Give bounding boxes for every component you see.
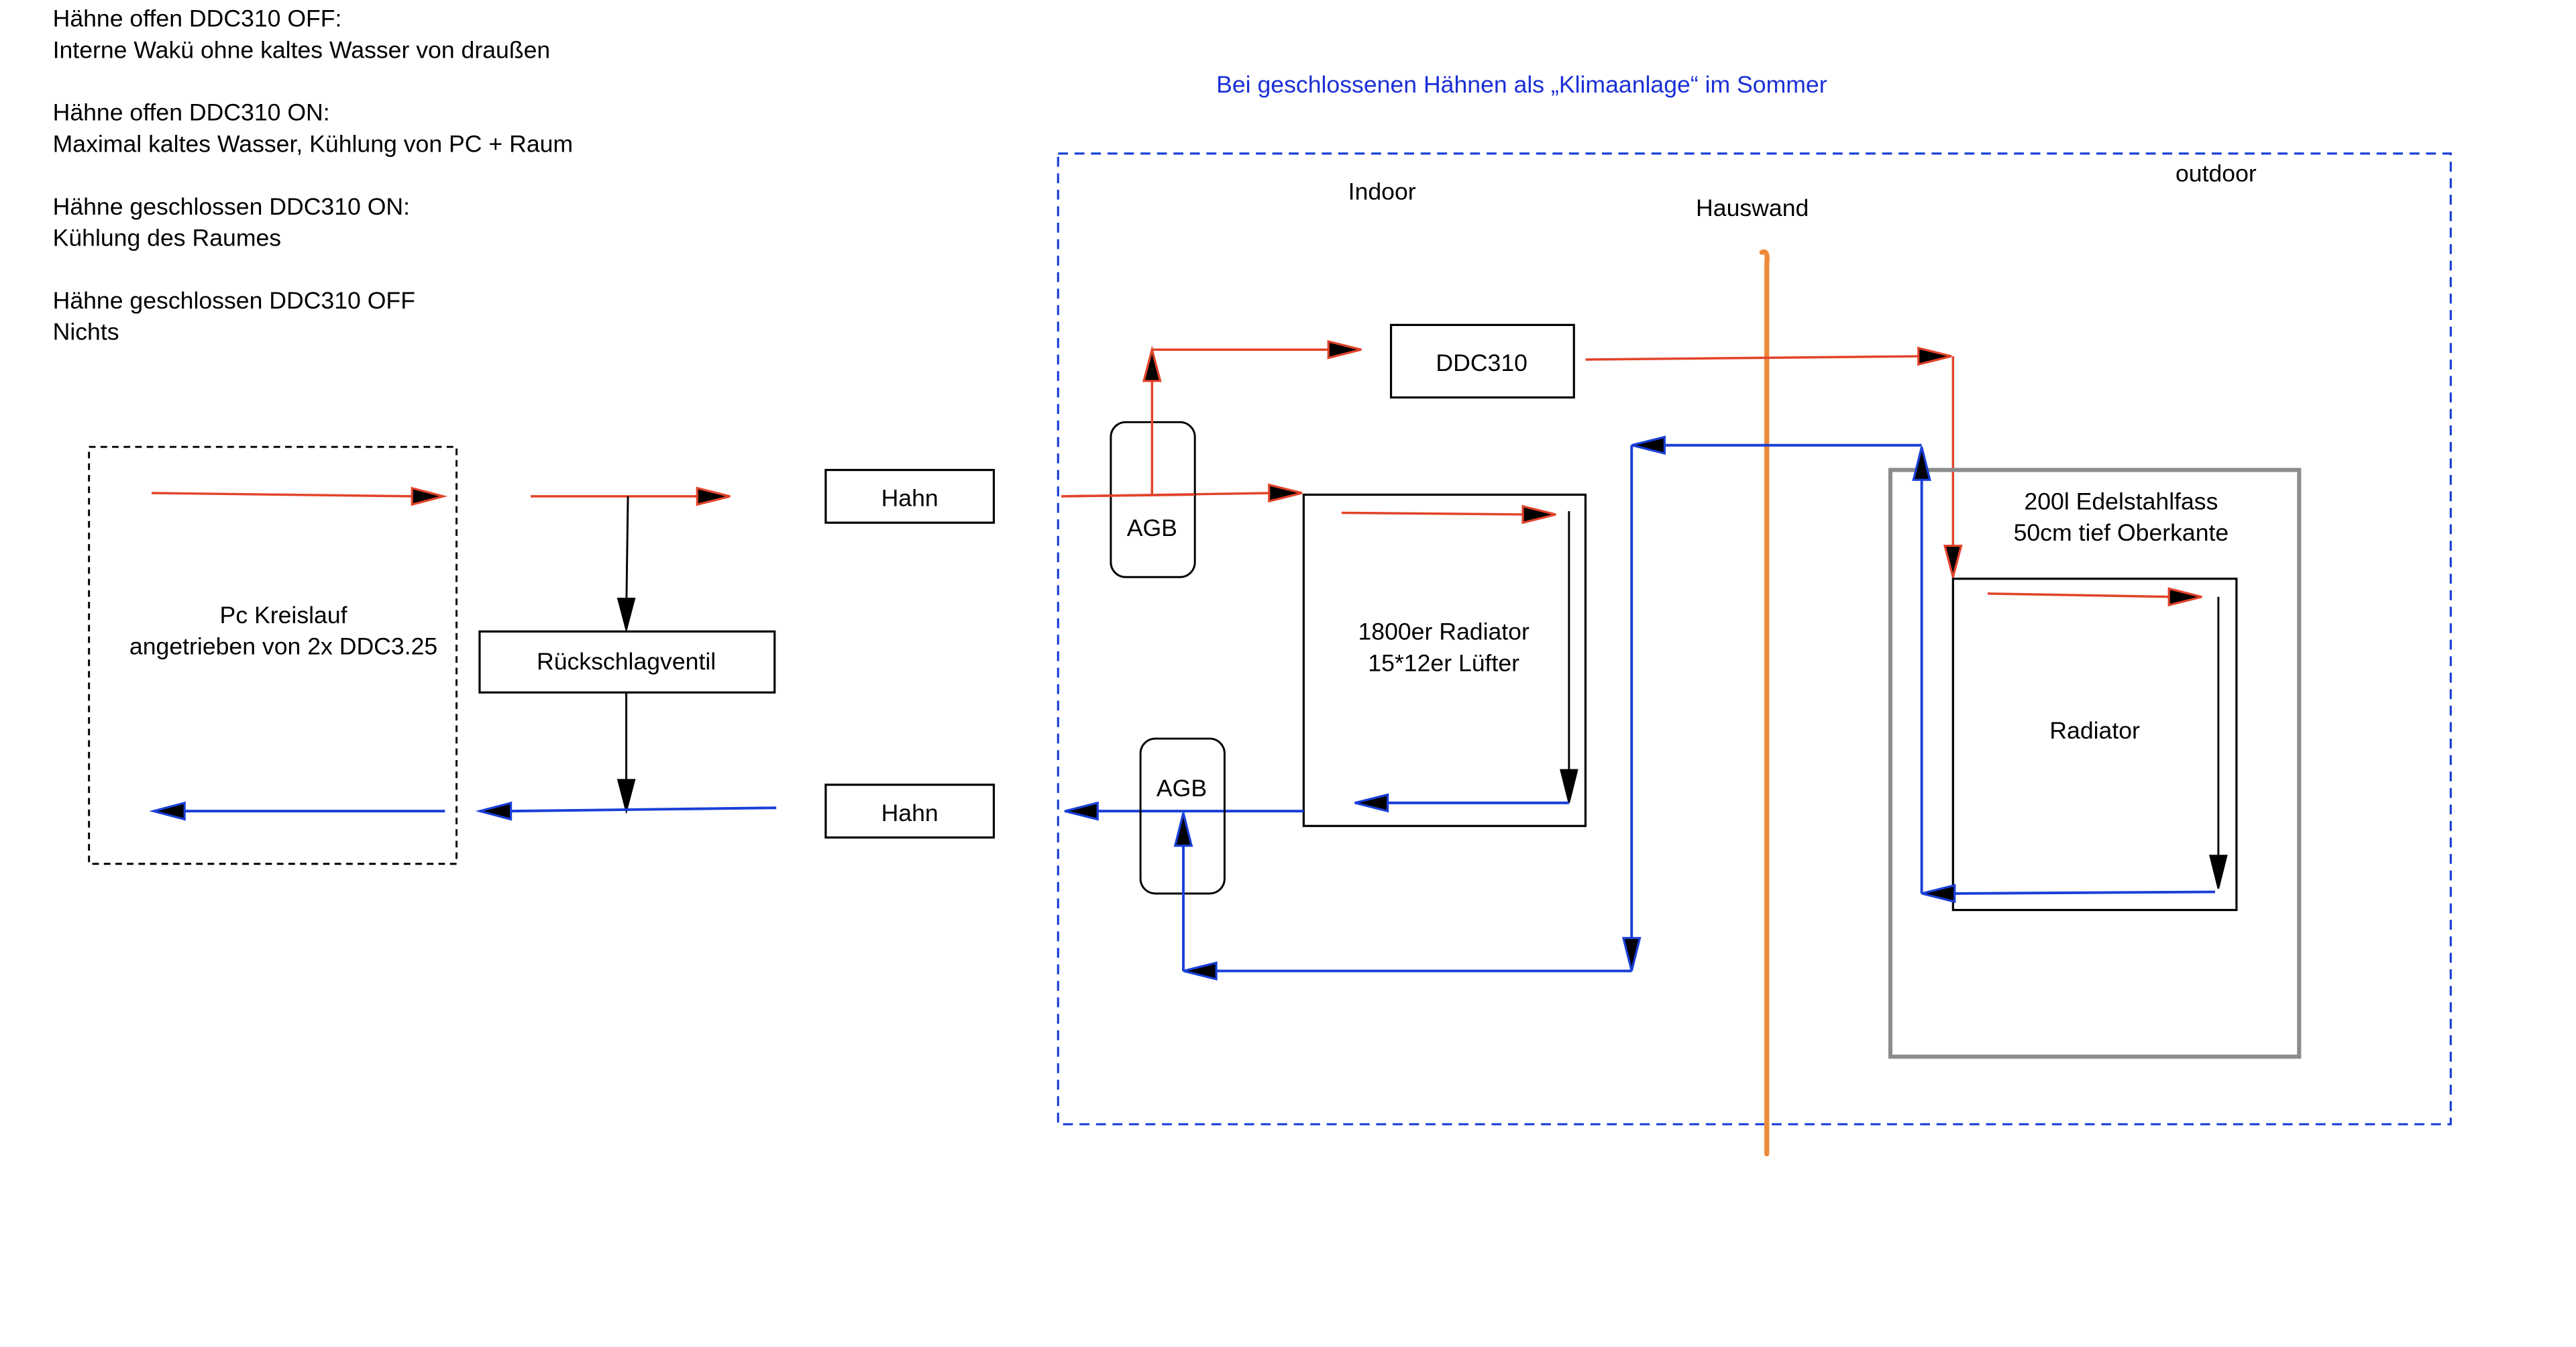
barrel-box <box>1888 468 2302 1059</box>
arrow-head-icon <box>696 486 731 506</box>
arrow-head-icon <box>1173 812 1193 847</box>
indoor-radiator-box <box>1302 493 1587 827</box>
check-valve-label: Rückschlagventil <box>537 648 716 675</box>
reservoir-bottom-label: AGB <box>1157 775 1207 802</box>
note-3-text: Kühlung des Raumes <box>53 224 281 251</box>
indoor-radiator-label-line1: 1800er Radiator <box>1358 618 1529 645</box>
note-2-title: Hähne offen DDC310 ON: <box>53 99 330 126</box>
arrow-head-icon <box>616 597 636 633</box>
note-3-title: Hähne geschlossen DDC310 ON: <box>53 193 410 220</box>
arrow-head-icon <box>616 779 636 814</box>
indoor-label: Indoor <box>1348 178 1416 205</box>
valve-bottom-box[interactable] <box>824 784 996 839</box>
arrow-head-icon <box>1621 936 1642 971</box>
arrow-head-icon <box>1327 339 1362 360</box>
arrow-head-icon <box>149 801 186 821</box>
note-1-title: Hähne offen DDC310 OFF: <box>53 5 342 32</box>
arrow-head-icon <box>2167 587 2202 607</box>
indoor-radiator-label-line2: 15*12er Lüfter <box>1368 649 1519 676</box>
arrow-head-icon <box>1912 446 1931 481</box>
barrel-radiator-box <box>1951 578 2238 912</box>
note-4-title: Hähne geschlossen DDC310 OFF <box>53 287 415 314</box>
barrel-radiator-label: Radiator <box>2049 717 2140 744</box>
summer-ac-annotation: Bei geschlossenen Hähnen als „Klimaanlag… <box>1216 71 1827 98</box>
arrow-head-icon <box>1921 883 1956 904</box>
valve-top-label: Hahn <box>881 485 938 512</box>
outdoor-label: outdoor <box>2176 160 2257 187</box>
barrel-radiator-hot-flow <box>1987 592 2173 598</box>
valve-bottom-label: Hahn <box>881 800 938 826</box>
arrow-head-icon <box>1631 435 1666 455</box>
arrow-head-icon <box>1354 793 1389 813</box>
radiator-hot-flow <box>1341 511 1527 516</box>
arrow-head-icon <box>1943 545 1963 582</box>
mode-notes: Hähne offen DDC310 OFF: Interne Wakü ohn… <box>53 5 573 345</box>
barrel-label-line2: 50cm tief Oberkante <box>2014 519 2229 546</box>
indoor-outdoor-zone-border <box>1057 152 2452 1126</box>
arrow-head-icon <box>1183 961 1218 981</box>
wall-label: Hauswand <box>1696 195 1809 221</box>
bypass-line-top <box>625 496 629 615</box>
arrow-head-icon <box>1268 483 1303 503</box>
barrel-label-line1: 200l Edelstahlfass <box>2024 488 2218 515</box>
note-4-text: Nichts <box>53 318 119 345</box>
arrow-head-icon <box>1917 346 1952 366</box>
reservoir-top-label: AGB <box>1127 515 1177 541</box>
pc-loop-label-line2: angetrieben von 2x DDC3.25 <box>129 633 437 660</box>
arrow-head-icon <box>2209 855 2228 889</box>
pump-label: DDC310 <box>1436 349 1527 376</box>
arrow-head-icon <box>1521 504 1556 525</box>
arrow-head-icon <box>1560 769 1578 804</box>
note-2-text: Maximal kaltes Wasser, Kühlung von PC + … <box>53 130 573 157</box>
cold-line-from-valve <box>511 806 777 813</box>
pump-box <box>1389 323 1575 399</box>
house-wall-line <box>1759 249 1770 1156</box>
valve-top-box[interactable] <box>824 468 996 524</box>
arrow-head-icon <box>1142 345 1162 382</box>
hot-line-through-reservoir <box>1061 493 1195 498</box>
pc-hot-flow-line <box>152 492 416 498</box>
arrow-head-icon <box>411 486 448 506</box>
arrow-head-icon <box>1064 801 1099 821</box>
pc-loop-label-line1: Pc Kreislauf <box>220 602 347 629</box>
note-1-text: Interne Wakü ohne kaltes Wasser von drau… <box>53 36 551 63</box>
arrow-head-icon <box>475 801 513 821</box>
hot-line-to-outdoor <box>1585 355 1922 361</box>
barrel-radiator-cold-flow <box>1954 890 2215 895</box>
check-valve-box <box>478 630 776 694</box>
